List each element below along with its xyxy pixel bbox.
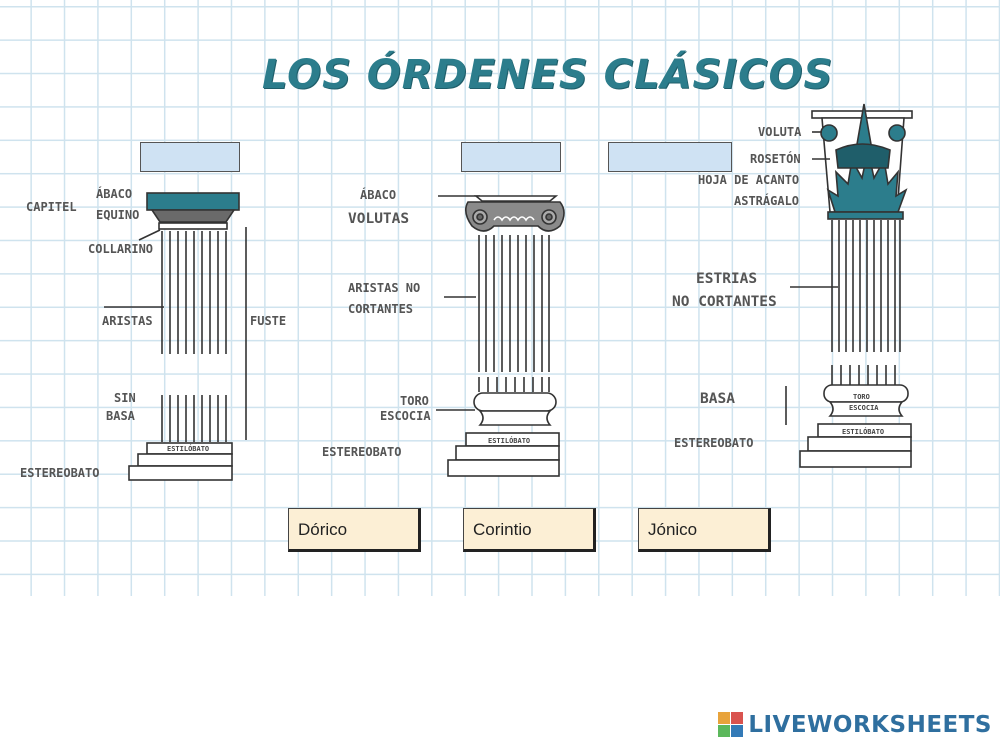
label-estrias: ESTRIAS xyxy=(696,271,758,287)
doric-column xyxy=(104,192,247,481)
answer-card-corinthian[interactable]: Corintio xyxy=(463,508,596,552)
label-estilobato-middle: ESTILÓBATO xyxy=(488,437,531,445)
label-abaco-doric: ÁBACO xyxy=(96,187,133,201)
answer-dropbox-doric[interactable] xyxy=(140,142,240,172)
label-aristas: ARISTAS xyxy=(102,314,153,328)
label-aristas-no: ARISTAS NO xyxy=(348,281,421,295)
label-toro-middle: TORO xyxy=(400,394,429,408)
label-voluta: VOLUTA xyxy=(758,125,802,139)
label-roseton: ROSETÓN xyxy=(750,152,801,166)
label-no-cortantes: NO CORTANTES xyxy=(672,294,777,310)
liveworksheets-icon xyxy=(718,712,744,737)
page-title: LOS ÓRDENES CLÁSICOS xyxy=(262,52,834,98)
label-astragalo: ASTRÁGALO xyxy=(734,194,800,208)
liveworksheets-wordmark: LIVEWORKSHEETS xyxy=(748,712,992,738)
answer-dropbox-ionic[interactable] xyxy=(461,142,561,172)
label-volutas: VOLUTAS xyxy=(348,211,410,227)
label-estereobato-right: ESTEREOBATO xyxy=(674,436,754,450)
liveworksheets-logo: LIVEWORKSHEETS xyxy=(718,708,992,742)
label-equino: EQUINO xyxy=(96,208,140,222)
grid-background xyxy=(0,0,1000,596)
label-fuste: FUSTE xyxy=(250,314,287,328)
label-estereobato-doric: ESTEREOBATO xyxy=(20,466,100,480)
label-estereobato-middle: ESTEREOBATO xyxy=(322,445,402,459)
corinthian-column xyxy=(785,103,913,468)
label-escocia-right: ESCOCIA xyxy=(849,404,879,412)
label-sin: SIN xyxy=(114,391,136,405)
label-basa-doric: BASA xyxy=(106,409,135,423)
answer-dropbox-corinthian[interactable] xyxy=(608,142,732,172)
answer-card-doric[interactable]: Dórico xyxy=(288,508,421,552)
label-capitel: CAPITEL xyxy=(26,200,77,214)
answer-card-ionic[interactable]: Jónico xyxy=(638,508,771,552)
label-estilobato-doric: ESTILÓBATO xyxy=(167,445,210,453)
label-escocia-middle: ESCOCIA xyxy=(380,409,431,423)
columns-illustration xyxy=(104,103,913,481)
label-collarino: COLLARINO xyxy=(88,242,154,256)
label-abaco-middle: ÁBACO xyxy=(360,188,397,202)
label-estilobato-right: ESTILÓBATO xyxy=(842,428,885,436)
label-cortantes: CORTANTES xyxy=(348,302,414,316)
label-hoja-acanto: HOJA DE ACANTO xyxy=(698,173,800,187)
ionic-column xyxy=(436,195,565,477)
label-toro-right: TORO xyxy=(853,393,870,401)
label-basa-right: BASA xyxy=(700,391,735,407)
